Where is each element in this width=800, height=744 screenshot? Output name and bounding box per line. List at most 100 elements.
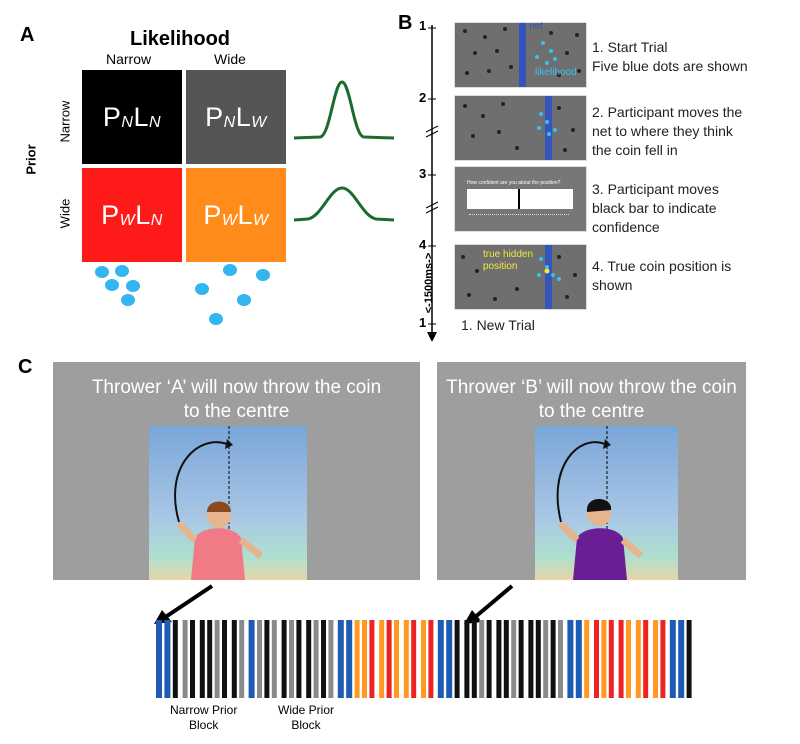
wide-likelihood-dots [195, 264, 270, 325]
trial-stripe [643, 620, 649, 698]
prior-curves [293, 80, 395, 222]
likelihood-dots [95, 264, 270, 325]
trial-stripe [257, 620, 262, 698]
trial-stripe [626, 620, 631, 698]
time-interval-label: <-1500ms-> [423, 252, 435, 314]
trial-stripe [321, 620, 326, 698]
trial-stripe [575, 620, 582, 698]
trial-stripe [207, 620, 213, 698]
thrower-b-illustration [535, 426, 678, 580]
trial-stripe [454, 620, 460, 698]
trial-stripe [222, 620, 227, 698]
trial-stripe [346, 620, 353, 698]
timeline-tick-2: 2 [419, 90, 427, 105]
trial-stripe [411, 620, 417, 698]
trial-stripe [584, 620, 590, 698]
trial-screen-true-position: true hidden position [454, 244, 587, 310]
panel-c-label: C [18, 356, 33, 378]
new-trial-text: 1. New Trial [461, 317, 535, 333]
thrower-a-illustration [149, 426, 307, 580]
row-label-narrow: Narrow [57, 100, 73, 143]
col-label-narrow: Narrow [106, 51, 152, 67]
trial-stripe [486, 620, 492, 698]
trial-stripe [437, 620, 444, 698]
trial-stripe [289, 620, 294, 698]
likelihood-title: Likelihood [130, 28, 230, 50]
trial-stripe [386, 620, 392, 698]
trial-stripe [182, 620, 188, 698]
trial-stripe [164, 620, 171, 698]
wide-gaussian-curve [293, 186, 395, 222]
confidence-black-bar[interactable] [518, 189, 520, 209]
trial-stripe [558, 620, 563, 698]
col-label-wide: Wide [214, 51, 246, 67]
true-position-label-2: position [483, 261, 518, 272]
trial-stripe [214, 620, 220, 698]
trial-stripe [231, 620, 237, 698]
prior-title: Prior [23, 144, 39, 175]
confidence-scale [467, 189, 573, 209]
trial-stripe [660, 620, 666, 698]
trial-stripe [528, 620, 534, 698]
confidence-question: How confident are you about the position… [467, 180, 561, 186]
confidence-tick-row [469, 214, 569, 215]
timeline-tick-4: 4 [419, 237, 427, 252]
trial-stripe [479, 620, 485, 698]
trial-stripe [403, 620, 409, 698]
trial-stripe [503, 620, 509, 698]
trial-stripe [369, 620, 375, 698]
trial-stripe [446, 620, 453, 698]
timeline-axis [425, 25, 439, 342]
trial-stripe [271, 620, 277, 698]
trial-stripe [511, 620, 517, 698]
trial-stripe [669, 620, 676, 698]
trial-stripe [281, 620, 287, 698]
trial-stripe [567, 620, 574, 698]
trial-stripe [306, 620, 312, 698]
trial-stripe [313, 620, 319, 698]
trial-screen-start: net likelihood [454, 21, 587, 88]
trial-stripe [601, 620, 607, 698]
timeline-tick-3: 3 [419, 166, 427, 181]
trial-stripe [686, 620, 692, 698]
trial-stripe [608, 620, 614, 698]
timeline-tick-1: 1 [419, 18, 427, 33]
trial-stripe [379, 620, 385, 698]
timeline-tick-1-repeat: 1 [419, 315, 427, 330]
trial-stripe [618, 620, 624, 698]
trial-stripe [678, 620, 685, 698]
trial-stripe [550, 620, 556, 698]
trial-stripe [421, 620, 426, 698]
trial-sequence-stripes [156, 620, 692, 698]
panel-a-label: A [20, 24, 35, 46]
net-label: net [529, 21, 543, 32]
true-position-label-1: true hidden [483, 249, 534, 260]
trial-stripe [296, 620, 302, 698]
trial-stripe [394, 620, 399, 698]
trial-stripe [594, 620, 599, 698]
trial-stripe [518, 620, 524, 698]
row-label-wide: Wide [57, 198, 73, 229]
trial-stripe [199, 620, 205, 698]
trial-stripe [264, 620, 270, 698]
likelihood-label: likelihood [535, 67, 577, 78]
trial-screen-move-net [454, 95, 587, 161]
trial-stripe [496, 620, 502, 698]
trial-stripe [362, 620, 367, 698]
narrow-gaussian-curve [293, 80, 395, 140]
trial-screen-confidence: How confident are you about the position… [454, 166, 587, 232]
